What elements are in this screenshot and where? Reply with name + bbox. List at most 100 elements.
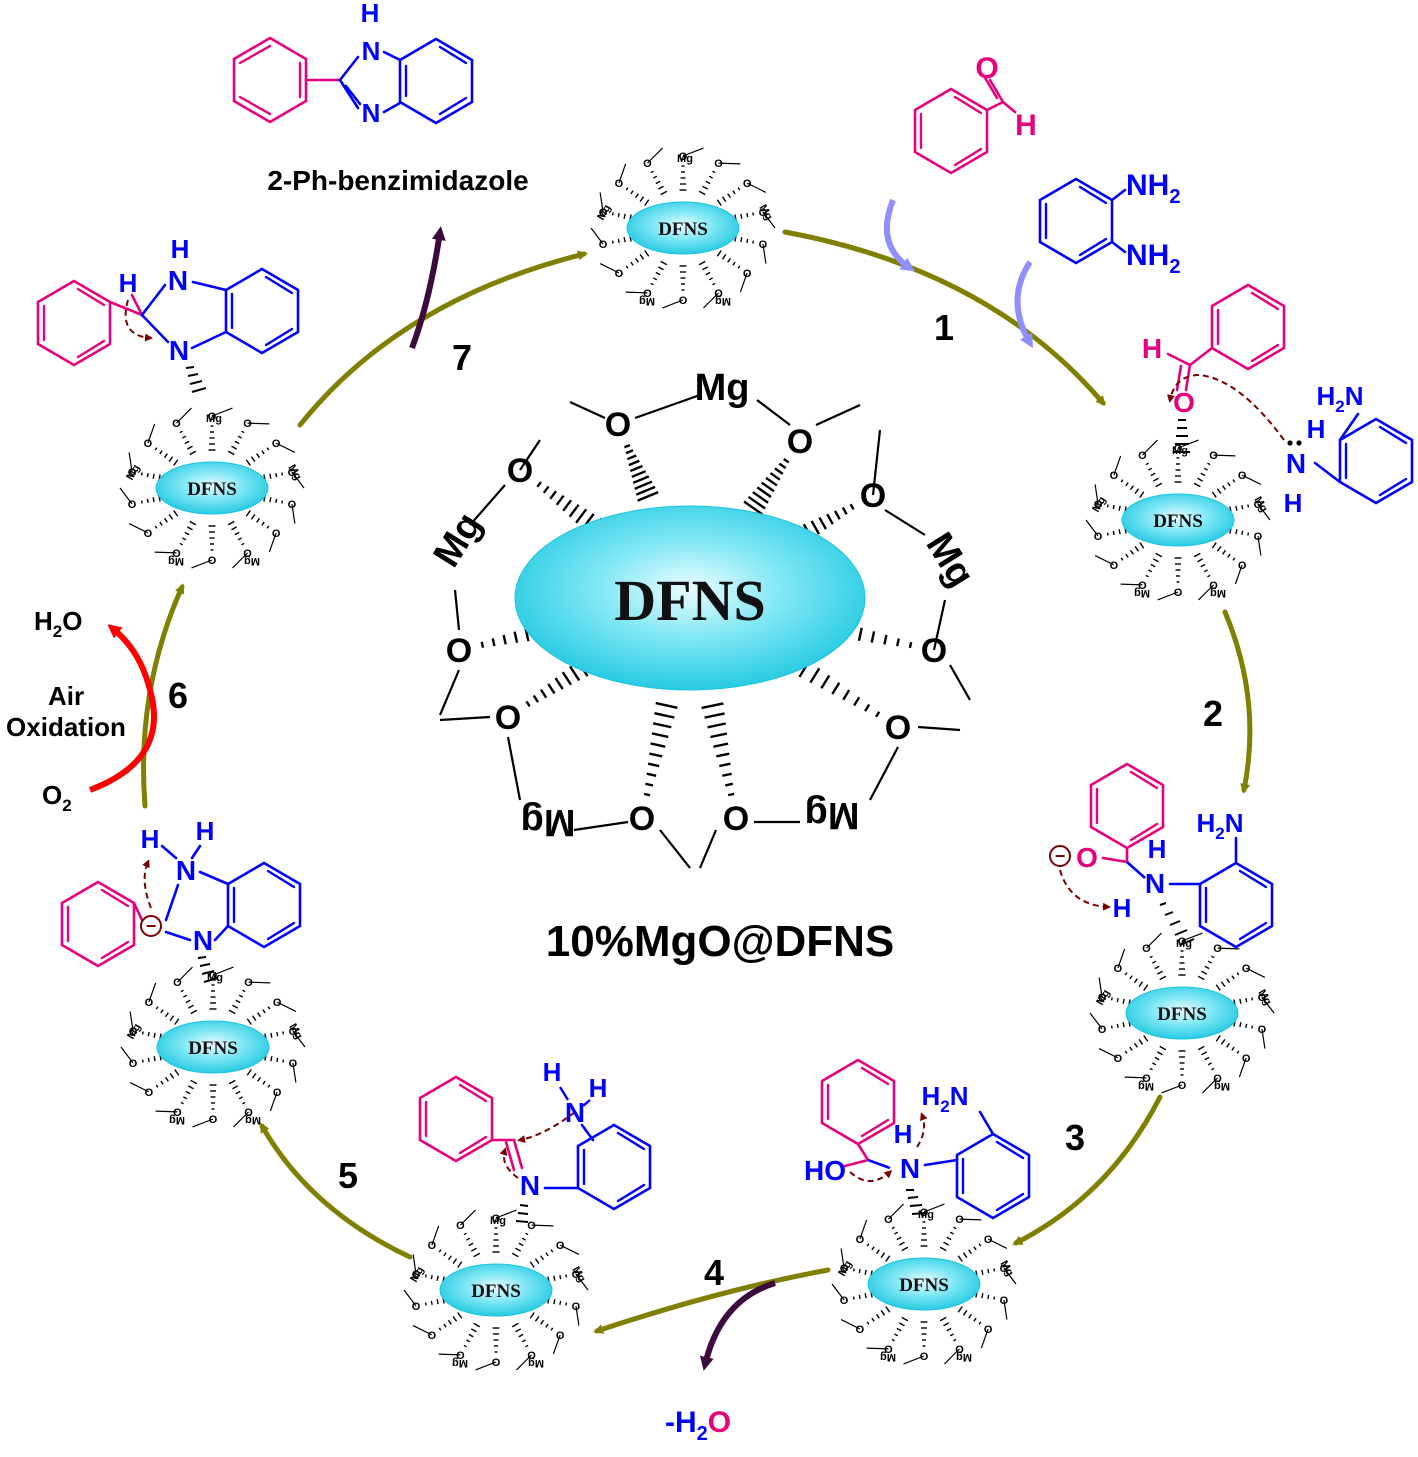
cycle-arrow-step7 bbox=[297, 250, 588, 428]
catalyst-mg-atom: Mg bbox=[206, 413, 222, 425]
int-d-h-left: H bbox=[543, 1057, 562, 1087]
catalyst-oxygen-atom: O bbox=[244, 1107, 253, 1119]
catalyst-mg-atom: Mg bbox=[997, 1259, 1015, 1279]
catalyst-oxygen-atom: O bbox=[456, 1350, 465, 1362]
catalyst-oxygen-atom: O bbox=[1094, 499, 1103, 511]
catalyst-oxygen-atom: O bbox=[456, 1220, 465, 1232]
catalyst-oxygen-atom: O bbox=[428, 1240, 437, 1252]
central-oxygen-atom: O bbox=[787, 423, 813, 461]
catalyst-oxygen-atom: O bbox=[1242, 963, 1251, 975]
int-b-h-top: H bbox=[1148, 834, 1167, 864]
benzaldehyde: O H bbox=[913, 52, 1037, 175]
catalyst-oxygen-atom: O bbox=[173, 1107, 182, 1119]
cycle-arrow-step1 bbox=[782, 229, 1106, 407]
int-b-h2n: H2N bbox=[1196, 808, 1243, 843]
catalyst-oxygen-atom: O bbox=[556, 1330, 565, 1342]
catalyst-oxygen-atom: O bbox=[1258, 1024, 1267, 1036]
catalyst-oxygen-atom: O bbox=[1110, 560, 1119, 572]
catalyst-oxygen-atom: O bbox=[1213, 943, 1222, 955]
int-c-h2n: H2N bbox=[921, 1081, 968, 1116]
catalyst-oxygen-atom: O bbox=[128, 467, 137, 479]
central-mg-atom: Mg bbox=[426, 506, 491, 575]
catalyst-title: 10%MgO@DFNS bbox=[546, 917, 895, 966]
int-f-n-top: N bbox=[168, 265, 188, 296]
product-imidazole bbox=[338, 37, 474, 125]
int-a-h2n: H2N bbox=[1316, 381, 1363, 416]
step-labels: 1 2 3 4 5 6 7 bbox=[168, 307, 1223, 1293]
catalyst-mg-atom: Mg bbox=[408, 1265, 426, 1285]
catalyst-mg-atom: Mg bbox=[1210, 587, 1226, 599]
catalyst-oxygen-atom: O bbox=[714, 288, 723, 300]
catalyst-mg-atom: Mg bbox=[756, 203, 774, 223]
catalyst-oxygen-atom: O bbox=[840, 1263, 849, 1275]
step-label-6: 6 bbox=[168, 675, 188, 716]
central-mg-atom: Mg bbox=[521, 801, 576, 843]
catalyst-oxygen-atom: O bbox=[643, 288, 652, 300]
int-c-n: N bbox=[900, 1153, 920, 1184]
step-label-4: 4 bbox=[704, 1252, 724, 1293]
step-label-3: 3 bbox=[1065, 1117, 1085, 1158]
catalyst-oxygen-atom: O bbox=[1110, 470, 1119, 482]
catalyst-core-label: DFNS bbox=[1153, 511, 1203, 532]
catalyst-mg-atom: Mg bbox=[956, 1351, 972, 1363]
catalyst-mg-atom: Mg bbox=[677, 153, 693, 165]
product-nh-h: H bbox=[361, 0, 380, 28]
catalyst-mg-atom: Mg bbox=[169, 1114, 185, 1126]
step-label-2: 2 bbox=[1203, 693, 1223, 734]
int-d-n: N bbox=[520, 1170, 540, 1201]
catalyst-oxygen-atom: O bbox=[743, 268, 752, 280]
int-d-n-top: N bbox=[565, 1097, 585, 1128]
catalyst-oxygen-atom: O bbox=[273, 997, 282, 1009]
int-a-n-h-bottom: H bbox=[1284, 488, 1303, 518]
catalyst-oxygen-atom: O bbox=[884, 1344, 893, 1356]
catalyst-mg-atom: Mg bbox=[918, 1209, 934, 1221]
step-label-7: 7 bbox=[452, 337, 472, 378]
aldehyde-o: O bbox=[975, 52, 998, 85]
intermediate-imine: H H N N bbox=[418, 1057, 652, 1223]
catalyst-core bbox=[156, 1020, 270, 1074]
int-f-n-bottom: N bbox=[169, 335, 189, 366]
catalyst-core-label: DFNS bbox=[899, 1275, 949, 1296]
catalyst-core bbox=[1121, 493, 1235, 547]
int-e-minus: − bbox=[146, 916, 157, 936]
air-oxidation-arrow bbox=[88, 624, 157, 793]
int-d-h-right: H bbox=[589, 1073, 608, 1103]
catalyst-oxygen-atom: O bbox=[643, 158, 652, 170]
catalyst-oxygen-atom: O bbox=[273, 1087, 282, 1099]
catalyst-core-label: DFNS bbox=[471, 1281, 521, 1302]
catalyst-oxygen-atom: O bbox=[288, 499, 297, 511]
catalyst-oxygen-atom: O bbox=[856, 1234, 865, 1246]
int-c-ho: HO bbox=[804, 1155, 846, 1186]
int-e-n-top: N bbox=[176, 855, 196, 886]
catalyst-core bbox=[1125, 986, 1239, 1040]
catalyst-mg-atom: Mg bbox=[595, 203, 613, 223]
catalyst-oxygen-atom: O bbox=[244, 977, 253, 989]
product-release-arrow bbox=[409, 226, 446, 350]
catalyst-mg-atom: Mg bbox=[715, 295, 731, 307]
catalyst-oxygen-atom: O bbox=[145, 997, 154, 1009]
catalyst-oxygen-atom: O bbox=[1000, 1263, 1009, 1275]
catalyst-mg-atom: Mg bbox=[244, 555, 260, 567]
catalyst-oxygen-atom: O bbox=[615, 268, 624, 280]
aldehyde-h: H bbox=[1015, 109, 1037, 142]
catalyst-oxygen-atom: O bbox=[243, 418, 252, 430]
catalyst-mg-atom: Mg bbox=[490, 1215, 506, 1227]
catalyst-mg-atom: Mg bbox=[836, 1259, 854, 1279]
catalyst-core bbox=[867, 1257, 981, 1311]
cycle-arrow-step3 bbox=[1012, 1094, 1163, 1246]
product-name: 2-Ph-benzimidazole bbox=[267, 165, 528, 196]
catalyst-oxygen-atom: O bbox=[1138, 580, 1147, 592]
o-phenylenediamine: NH2 NH2 bbox=[1038, 169, 1180, 278]
catalyst-oxygen-atom: O bbox=[144, 438, 153, 450]
catalyst-oxygen-atom: O bbox=[1238, 560, 1247, 572]
int-a-h: H bbox=[1142, 333, 1162, 364]
int-e-h-left: H bbox=[141, 824, 160, 854]
central-oxygen-atom: O bbox=[860, 477, 886, 515]
catalyst-mg-atom: Mg bbox=[168, 555, 184, 567]
catalyst-oxygen-atom: O bbox=[129, 1026, 138, 1038]
central-mg-atom: Mg bbox=[695, 367, 750, 409]
catalyst-oxygen-atom: O bbox=[208, 411, 217, 423]
water-loss-arrow bbox=[699, 1280, 776, 1371]
